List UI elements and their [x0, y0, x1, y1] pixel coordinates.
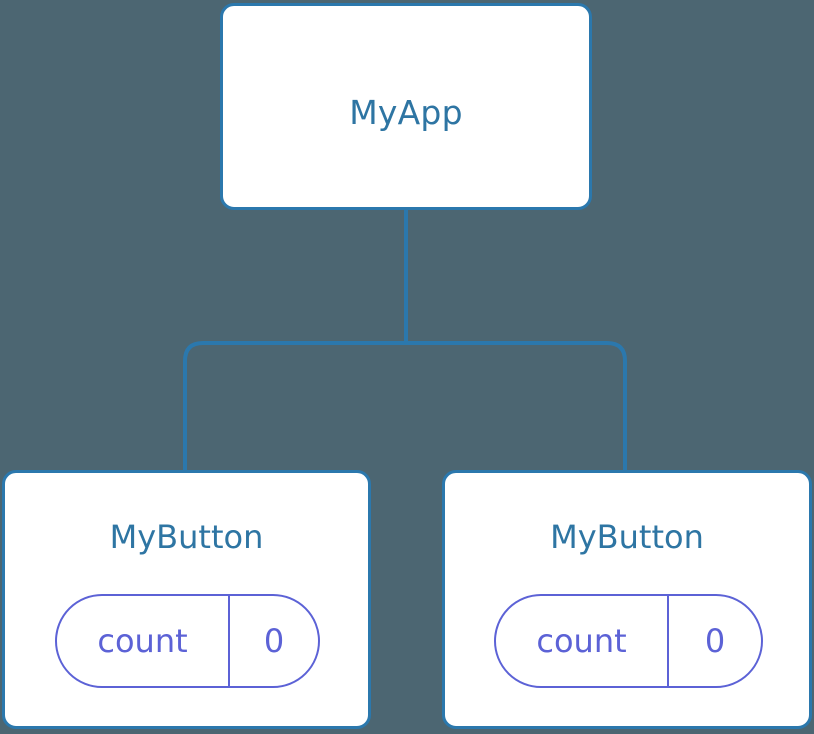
state-pill-left[interactable]: count 0 [55, 594, 320, 688]
node-mybutton-left-label: MyButton [109, 518, 264, 556]
node-myapp[interactable]: MyApp [220, 3, 592, 210]
edge-root-to-child-right [406, 341, 627, 470]
node-mybutton-left[interactable] [2, 470, 371, 729]
node-mybutton-right-label: MyButton [550, 518, 704, 556]
state-pill-left-divider [228, 596, 230, 686]
state-pill-left-value: 0 [263, 622, 285, 660]
state-pill-left-key: count [97, 622, 188, 660]
node-myapp-label: MyApp [349, 93, 463, 132]
state-pill-right-key: count [536, 622, 627, 660]
state-pill-right[interactable]: count 0 [494, 594, 763, 688]
edge-root-to-child-left [183, 341, 406, 470]
state-pill-right-divider [667, 596, 669, 686]
node-mybutton-right[interactable] [442, 470, 812, 729]
state-pill-right-value: 0 [704, 622, 726, 660]
